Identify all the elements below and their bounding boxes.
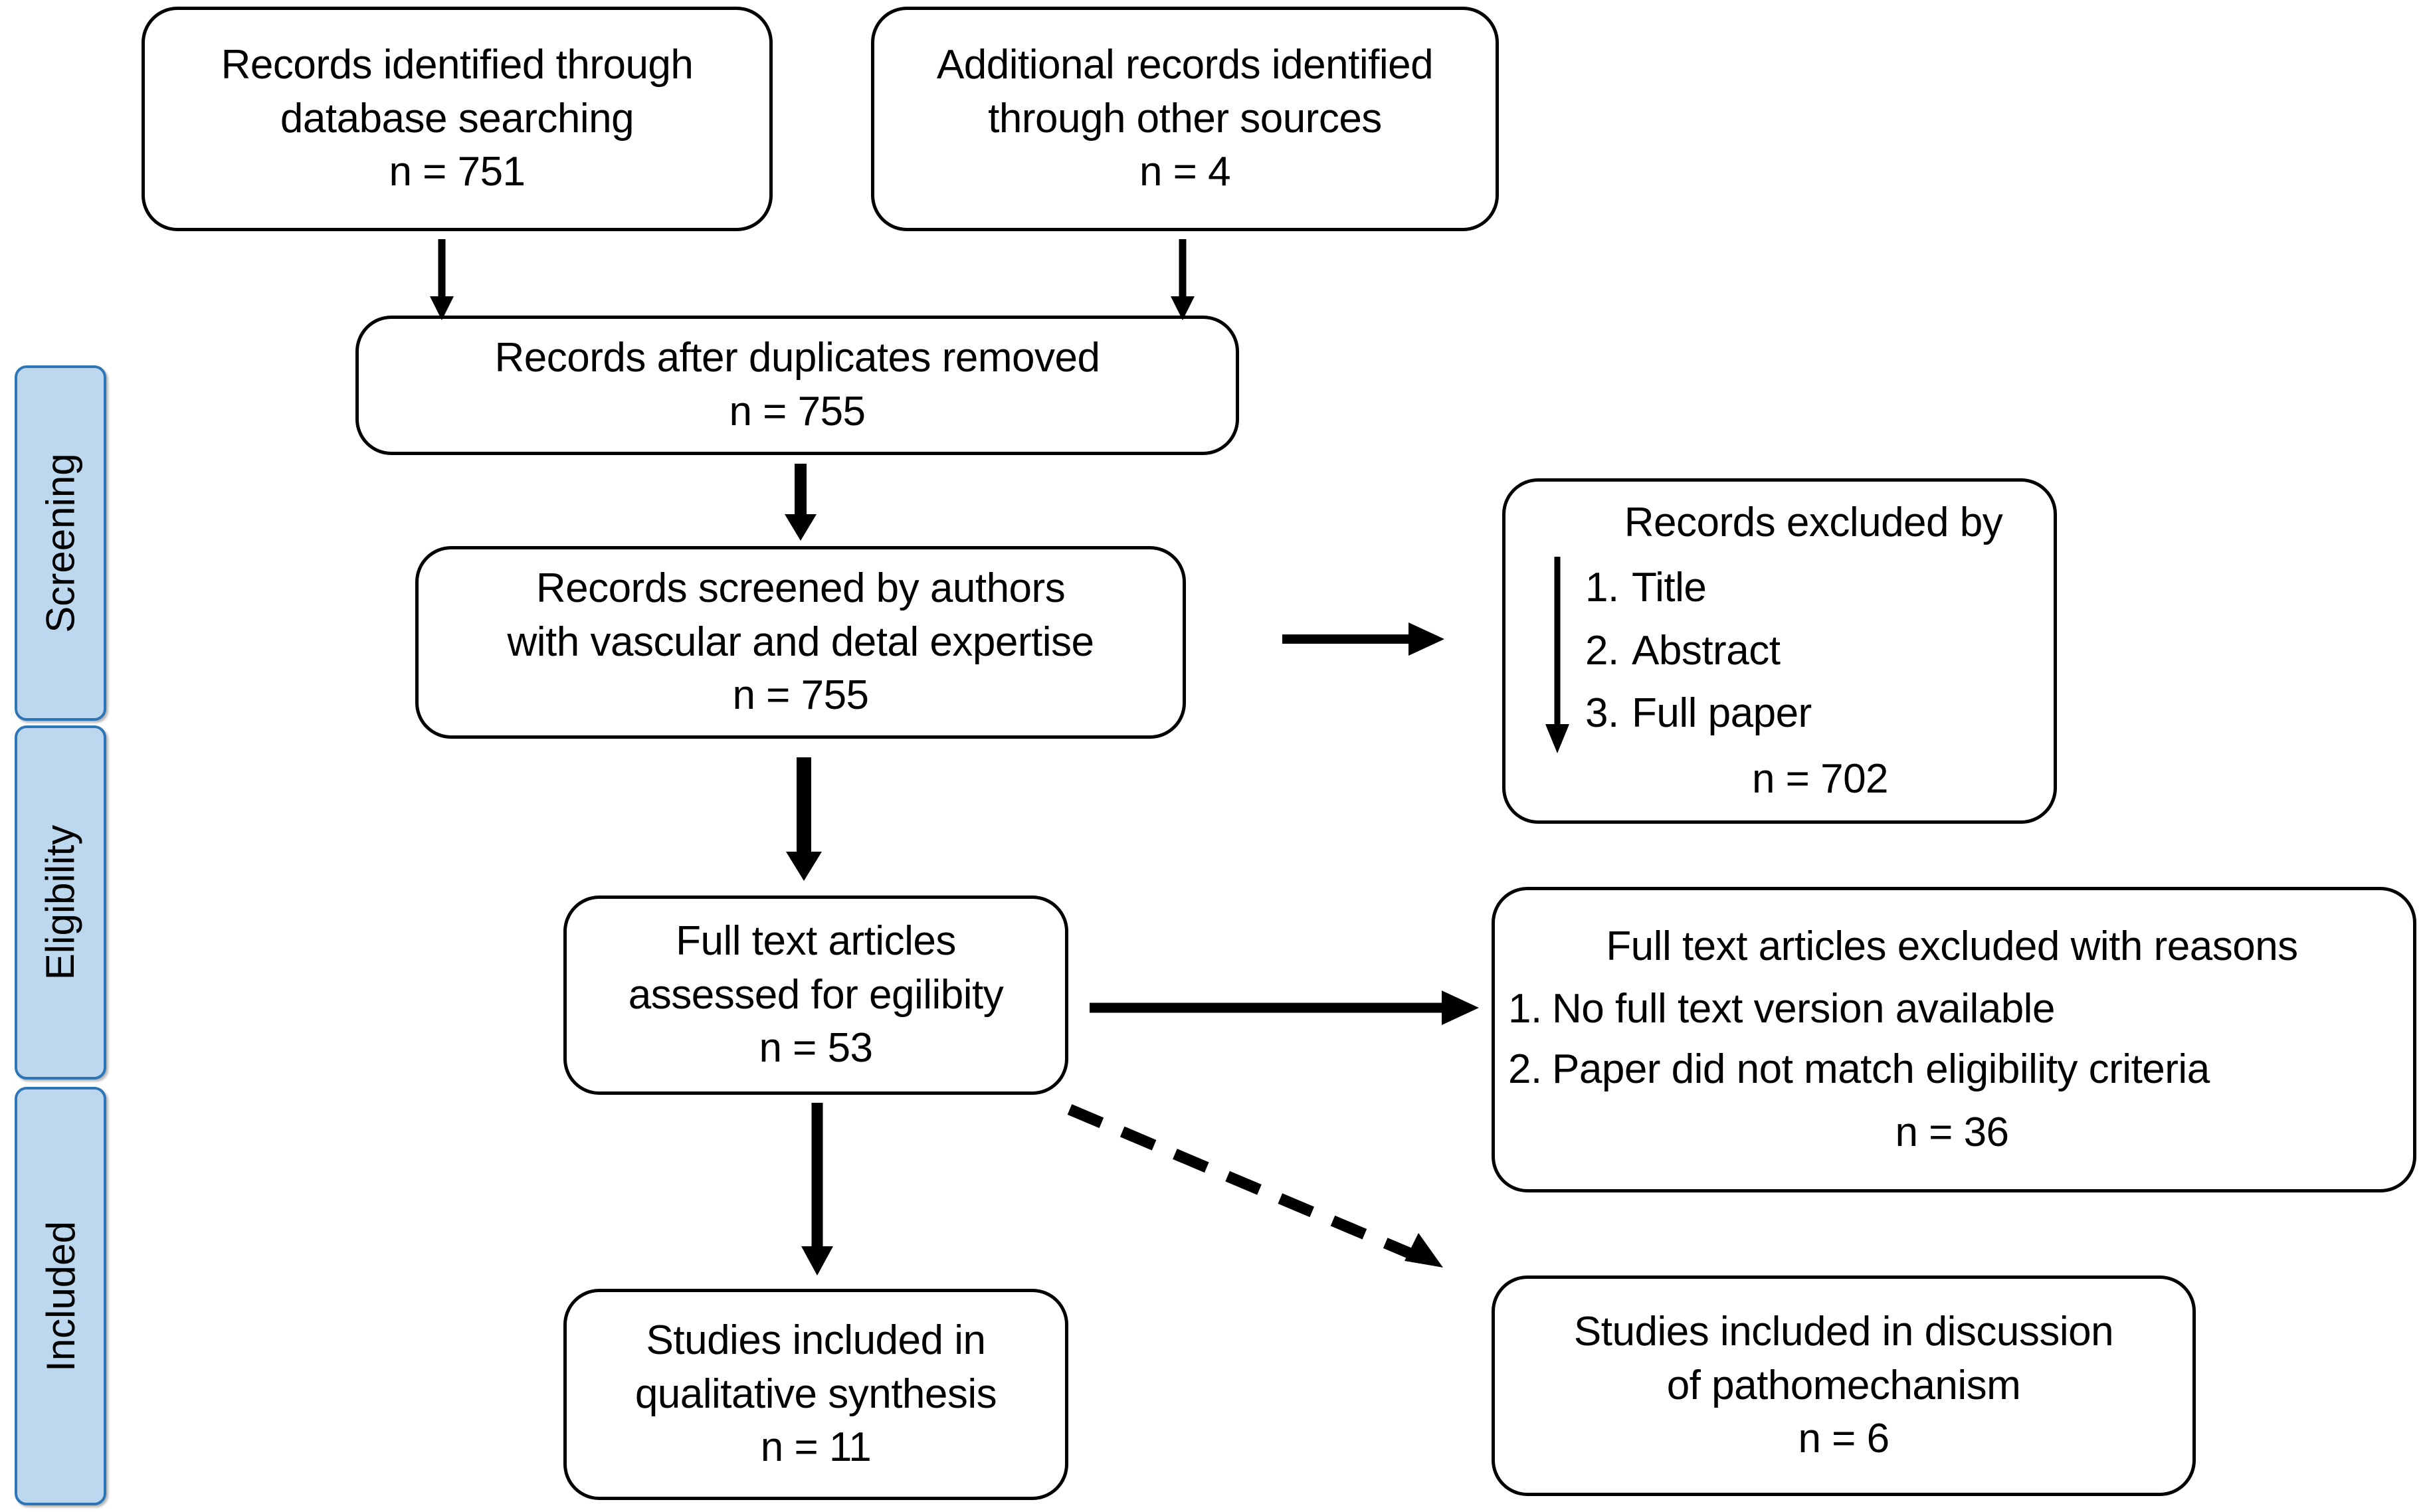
box-line-2: of pathomechanism <box>1666 1362 2021 1408</box>
box-count: n = 755 <box>729 389 866 434</box>
box-count: n = 702 <box>1751 755 1889 802</box>
list-item: 3. Full paper <box>1585 687 2042 741</box>
box-count: n = 4 <box>1139 149 1231 195</box>
arrow-down-fulltext-to-qualitative <box>801 1103 833 1276</box>
list-item-number: 2. <box>1585 627 1619 674</box>
box-line-1: Additional records identified <box>936 42 1434 88</box>
list-item: 2. Abstract <box>1585 624 2042 678</box>
list-item-label: Title <box>1632 565 1707 611</box>
list-item-number: 2. <box>1508 1046 1542 1092</box>
box-records-identified-other: Additional records identified through ot… <box>871 7 1499 231</box>
excluded-reason-list: 1. Title 2. Abstract 3. Full paper <box>1585 552 2042 750</box>
box-count: n = 53 <box>759 1025 873 1072</box>
box-records-after-duplicates-removed: Records after duplicates removed n = 755 <box>355 316 1239 455</box>
stage-label-eligibility-text: Eligibility <box>38 824 83 981</box>
box-fulltext-excluded-with-reasons: Full text articles excluded with reasons… <box>1492 887 2416 1192</box>
box-line-2: database searching <box>280 95 634 142</box>
box-records-excluded-by: Records excluded by 1. Title 2. Abstract… <box>1502 478 2057 824</box>
box-line-1: Full text articles <box>676 918 956 965</box>
stage-label-screening-text: Screening <box>38 453 83 633</box>
stage-label-screening: Screening <box>15 365 106 721</box>
arrow-right-fulltext-to-excluded-reasons <box>1090 991 1479 1025</box>
box-count: n = 751 <box>389 149 526 195</box>
box-line-2: with vascular and detal expertise <box>507 618 1094 665</box>
list-item: 1. No full text version available <box>1508 983 2396 1036</box>
list-item-number: 3. <box>1585 690 1619 737</box>
list-item: 2. Paper did not match eligibility crite… <box>1508 1043 2396 1097</box>
box-studies-included-discussion: Studies included in discussion of pathom… <box>1492 1276 2196 1496</box>
box-line-2: qualitative synthesis <box>634 1370 997 1417</box>
list-item-label: Paper did not match eligibility criteria <box>1552 1046 2210 1092</box>
arrow-right-screened-to-excluded <box>1282 622 1444 656</box>
box-count: n = 11 <box>760 1424 872 1471</box>
box-records-identified-database: Records identified through database sear… <box>142 7 773 231</box>
box-line-1: Records after duplicates removed <box>494 335 1100 381</box>
box-count: n = 36 <box>1895 1109 2009 1155</box>
arrow-dashed-fulltext-to-discussion <box>1067 1104 1443 1268</box>
list-item-label: Full paper <box>1632 690 1812 737</box>
stage-label-included-text: Included <box>38 1220 83 1372</box>
excluded-by-sequence-arrow <box>1545 557 1569 753</box>
arrow-down-screened-to-fulltext <box>786 757 822 881</box>
box-fulltext-articles-assessed: Full text articles assessed for egilibit… <box>563 896 1068 1095</box>
arrow-down-other-to-duplicates <box>1171 239 1195 320</box>
list-item: 1. Title <box>1585 561 2042 615</box>
list-item-number: 1. <box>1585 565 1619 611</box>
box-line-1: Records identified through <box>221 42 694 88</box>
box-header: Records excluded by <box>1624 499 2003 545</box>
arrow-down-duplicates-to-screened <box>785 464 817 541</box>
box-line-2: through other sources <box>988 95 1382 142</box>
box-records-screened: Records screened by authors with vascula… <box>415 546 1186 739</box>
box-line-2: assessed for egilibity <box>628 971 1004 1018</box>
list-item-number: 1. <box>1508 986 1542 1032</box>
box-line-1: Studies included in <box>646 1317 986 1364</box>
box-line-1: Records screened by authors <box>535 565 1066 612</box>
box-count: n = 755 <box>732 672 869 719</box>
list-item-label: Abstract <box>1632 627 1781 674</box>
stage-label-eligibility: Eligibility <box>15 725 106 1080</box>
stage-label-included: Included <box>15 1087 106 1505</box>
box-line-1: Studies included in discussion <box>1573 1309 2114 1355</box>
arrow-down-database-to-duplicates <box>430 239 454 320</box>
box-header: Full text articles excluded with reasons <box>1606 923 2298 969</box>
box-studies-included-qualitative-synthesis: Studies included in qualitative synthesi… <box>563 1289 1068 1500</box>
exclusion-reason-list: 1. No full text version available 2. Pap… <box>1508 976 2396 1103</box>
list-item-label: No full text version available <box>1552 986 2055 1032</box>
box-count: n = 6 <box>1798 1416 1890 1462</box>
